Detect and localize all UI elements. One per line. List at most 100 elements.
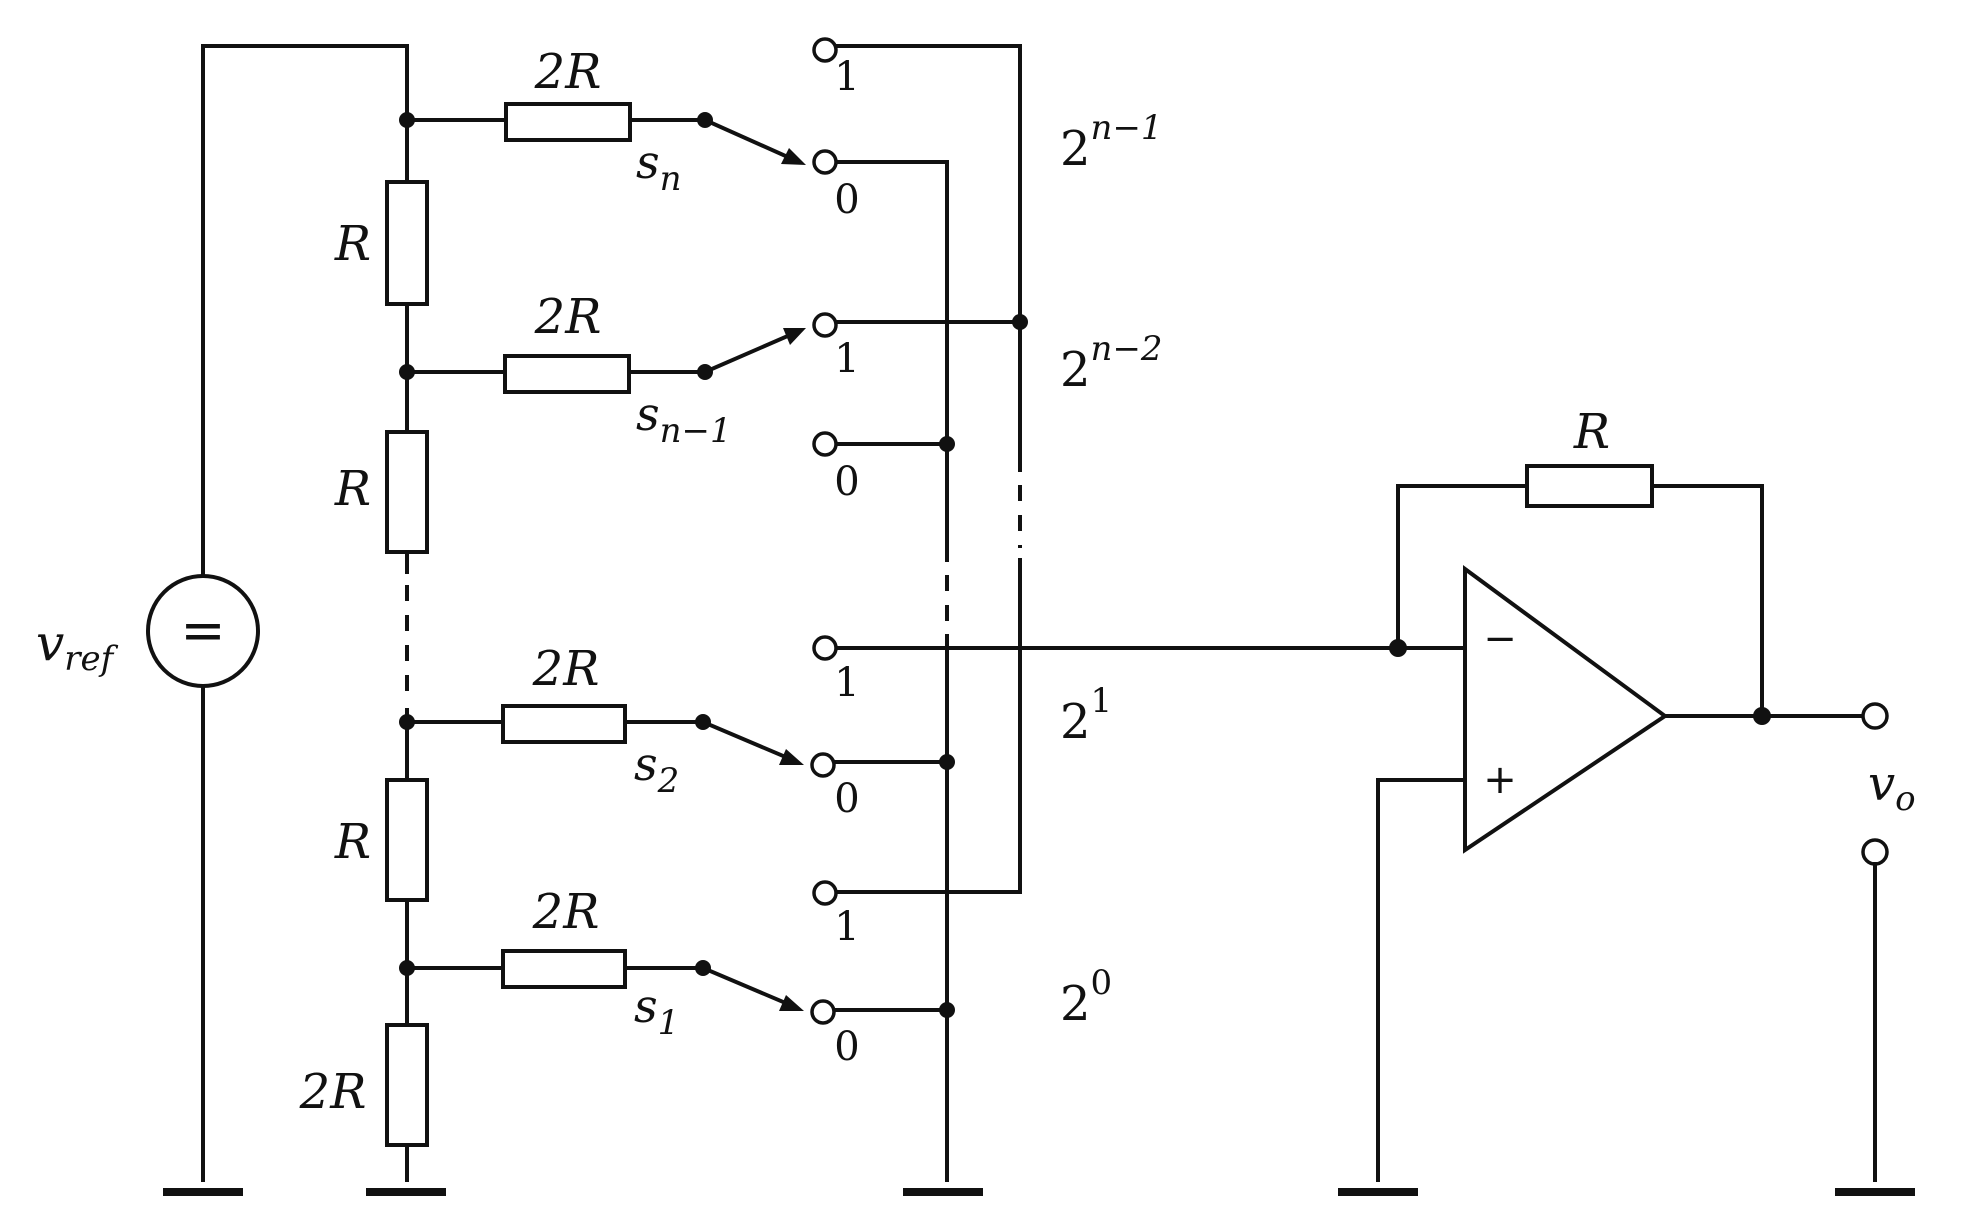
label-switch-sn: sn: [636, 135, 682, 199]
reference-source: = vref: [36, 44, 409, 1182]
label-feedback-r: R: [1573, 404, 1610, 460]
one-bus-bottom: [834, 558, 1022, 894]
feedback-left-wire: [1396, 484, 1529, 650]
pos-label-s1-0: 0: [834, 1024, 859, 1070]
resistor-2r-s1: [501, 949, 627, 989]
source-upper-wire: [201, 44, 409, 578]
label-r-1: R: [334, 216, 371, 272]
node-zero-s2: [939, 754, 955, 770]
resistor-2r-sn: [504, 102, 632, 142]
opamp-plus-sign: +: [1483, 757, 1517, 803]
vo-name: v: [1868, 756, 1895, 812]
resistor-2r-sn1: [503, 354, 631, 394]
label-2r-termination: 2R: [299, 1064, 367, 1120]
contact-sn1-0: [812, 431, 838, 457]
node-sn: [399, 112, 415, 128]
contact-s1-1: [812, 880, 838, 906]
switch-pivot-sn: [697, 112, 713, 128]
label-2r-s1: 2R: [532, 884, 600, 940]
switch-sub-sn1: n−1: [660, 411, 732, 451]
pos-label-s2-1: 1: [834, 660, 859, 706]
label-2r-s2: 2R: [532, 641, 600, 697]
switch-blade-sn1: [702, 332, 793, 375]
switch-arrow-s2: [779, 749, 804, 765]
pos-label-s2-0: 0: [834, 776, 859, 822]
feedback-right-wire: [1650, 484, 1764, 718]
weight-n-1-exp: n−1: [1091, 108, 1163, 148]
weight-n-2: 2n−2: [1060, 329, 1163, 398]
pos-label-sn1-0: 0: [834, 459, 859, 505]
vref-label: vref: [36, 614, 119, 679]
vo-subscript: o: [1895, 779, 1915, 819]
contact-s2-1: [812, 635, 838, 661]
weight-1-exp: 1: [1091, 681, 1113, 721]
vo-label: vo: [1868, 756, 1916, 819]
opamp-stage: [1376, 464, 1889, 1182]
contact-sn1-1: [812, 312, 838, 338]
switch-letter-s2: s: [634, 737, 658, 791]
switch-arrow-s1: [779, 995, 804, 1011]
node-zero-s1: [939, 1002, 955, 1018]
resistor-2r-termination: [385, 1023, 429, 1147]
weight-1-base: 2: [1060, 694, 1091, 750]
switch-sub-s2: 2: [657, 761, 680, 801]
resistor-r-3: [385, 778, 429, 902]
switch-arrow-sn: [781, 148, 806, 165]
node-one-bus: [1012, 314, 1028, 330]
switch-contacts: [810, 37, 838, 1025]
node-s2: [399, 714, 415, 730]
node-sn1: [399, 364, 415, 380]
branch-s1: [405, 949, 804, 1011]
junction-dots: [399, 112, 1771, 1018]
switch-sub-sn: n: [660, 159, 682, 199]
contact-s1-0: [810, 999, 836, 1025]
ladder-backbone: [385, 118, 429, 1182]
switch-pivot-s2: [695, 714, 711, 730]
feedback-resistor: [1525, 464, 1654, 508]
label-r-3: R: [334, 814, 371, 870]
vref-name: v: [36, 614, 64, 672]
switch-arrow-sn1: [783, 328, 806, 345]
zero-bus-top: [834, 160, 949, 562]
resistor-r-1: [385, 180, 429, 306]
label-switch-sn1: sn−1: [636, 387, 732, 451]
label-r-2: R: [334, 461, 371, 517]
switch-letter-sn: s: [636, 135, 660, 189]
weight-0-exp: 0: [1091, 963, 1113, 1003]
branch-s2: [405, 704, 804, 765]
weight-1: 21: [1060, 681, 1112, 750]
switch-letter-s1: s: [634, 979, 658, 1033]
contact-sn-1: [812, 37, 838, 63]
weight-n-2-base: 2: [1060, 342, 1091, 398]
zero-bus: [834, 160, 949, 1182]
resistor-r-2: [385, 430, 429, 554]
weight-n-1: 2n−1: [1060, 108, 1163, 177]
node-s1: [399, 960, 415, 976]
branch-sn-1: [405, 328, 806, 394]
weight-n-2-exp: n−2: [1091, 329, 1163, 369]
resistor-2r-s2: [501, 704, 627, 744]
contact-s2-0: [810, 752, 836, 778]
branch-sn: [405, 102, 806, 165]
label-switch-s2: s2: [634, 737, 679, 801]
opamp-triangle: [1463, 565, 1669, 854]
switch-blade-s1: [700, 965, 791, 1007]
switch-pivot-sn1: [697, 364, 713, 380]
label-2r-sn1: 2R: [534, 289, 602, 345]
switch-blade-s2: [700, 719, 791, 761]
pos-label-sn-0: 0: [834, 177, 859, 223]
noninverting-input-wire: [1376, 778, 1467, 1182]
switch-blade-sn: [702, 117, 793, 161]
switch-sub-s1: 1: [658, 1003, 680, 1043]
output-terminal-top: [1861, 702, 1889, 730]
output-terminal-bottom: [1861, 838, 1889, 866]
contact-sn-0: [812, 149, 838, 175]
switch-pivot-s1: [695, 960, 711, 976]
node-zero-sn1: [939, 436, 955, 452]
weight-0-base: 2: [1060, 976, 1091, 1032]
voltage-source-circle: [146, 574, 260, 688]
vref-subscript: ref: [64, 639, 118, 679]
pos-label-sn1-1: 1: [834, 336, 859, 382]
